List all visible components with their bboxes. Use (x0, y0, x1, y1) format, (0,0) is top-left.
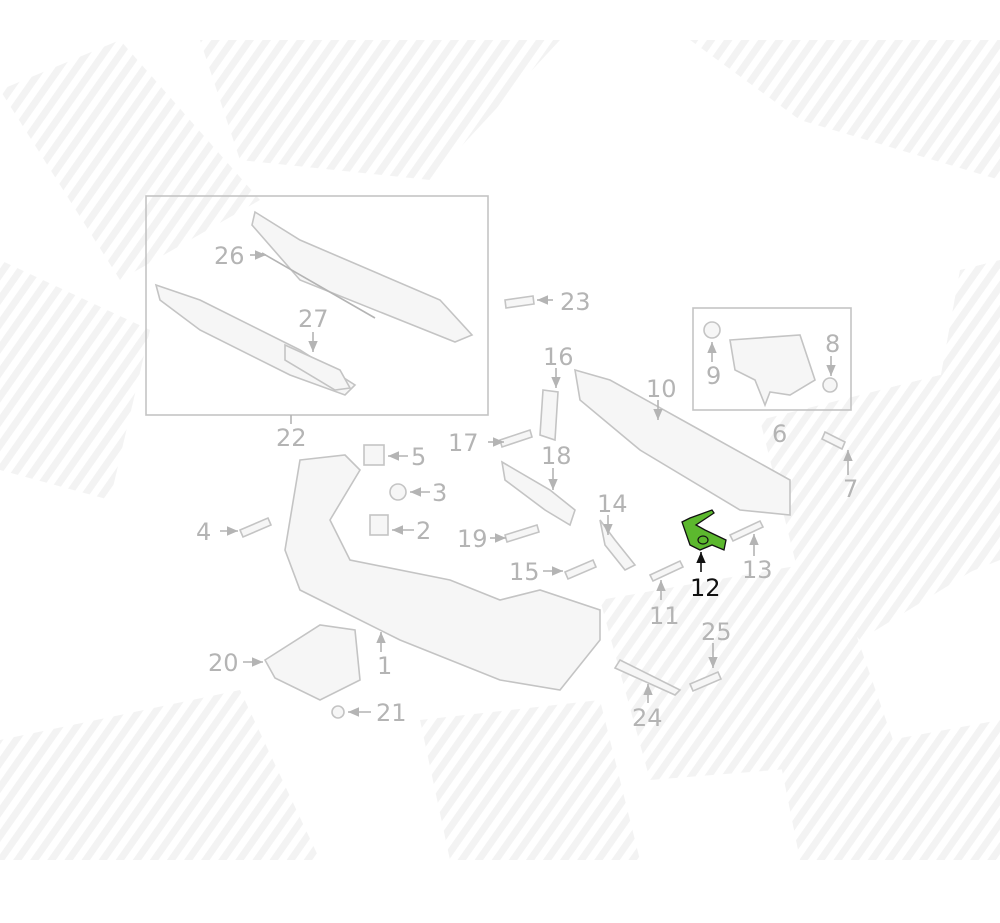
label-25[interactable]: 25 (701, 618, 732, 646)
label-21[interactable]: 21 (376, 699, 407, 727)
part-18 (500, 460, 576, 527)
label-16[interactable]: 16 (543, 343, 574, 371)
label-9[interactable]: 9 (706, 362, 721, 390)
part-10-absorber (574, 368, 791, 516)
watermark (0, 40, 1000, 860)
part-14 (599, 519, 637, 572)
part-8-nut (822, 377, 838, 393)
label-7[interactable]: 7 (843, 475, 858, 503)
part-upper-strip (251, 210, 474, 343)
label-11[interactable]: 11 (649, 602, 680, 630)
part-16 (539, 389, 559, 442)
bolts (238, 295, 847, 693)
part-24 (613, 658, 682, 696)
label-24[interactable]: 24 (632, 704, 663, 732)
label-26[interactable]: 26 (214, 242, 245, 270)
group-box-22 (145, 195, 489, 416)
part-9-clip (703, 321, 721, 339)
label-17[interactable]: 17 (448, 429, 479, 457)
label-12[interactable]: 12 (690, 574, 721, 602)
label-14[interactable]: 14 (597, 490, 628, 518)
part-5 (363, 444, 385, 466)
label-23[interactable]: 23 (560, 288, 591, 316)
label-10[interactable]: 10 (646, 375, 677, 403)
part-27 (284, 343, 352, 391)
part-2 (369, 514, 389, 536)
part-21 (331, 705, 345, 719)
label-5[interactable]: 5 (411, 443, 426, 471)
part-12-highlighted[interactable] (681, 509, 727, 551)
part-3 (389, 483, 407, 501)
part-6-bracket (729, 334, 816, 408)
part-labels: 26 27 22 23 16 10 9 8 6 17 18 5 3 7 14 4… (196, 242, 858, 732)
part-26-wire (261, 252, 376, 319)
label-20[interactable]: 20 (208, 649, 239, 677)
label-15[interactable]: 15 (509, 558, 540, 586)
label-27[interactable]: 27 (298, 305, 329, 333)
part-1-bumper (284, 454, 601, 691)
label-2[interactable]: 2 (416, 517, 431, 545)
label-8[interactable]: 8 (825, 330, 840, 358)
label-3[interactable]: 3 (432, 479, 447, 507)
part-20 (263, 624, 361, 701)
label-6[interactable]: 6 (772, 420, 787, 448)
label-22[interactable]: 22 (276, 424, 307, 452)
label-18[interactable]: 18 (541, 442, 572, 470)
label-4[interactable]: 4 (196, 518, 211, 546)
group-box-6 (692, 307, 852, 411)
leader-lines (220, 250, 853, 717)
label-13[interactable]: 13 (742, 556, 773, 584)
label-19[interactable]: 19 (457, 525, 488, 553)
label-1[interactable]: 1 (377, 652, 392, 680)
